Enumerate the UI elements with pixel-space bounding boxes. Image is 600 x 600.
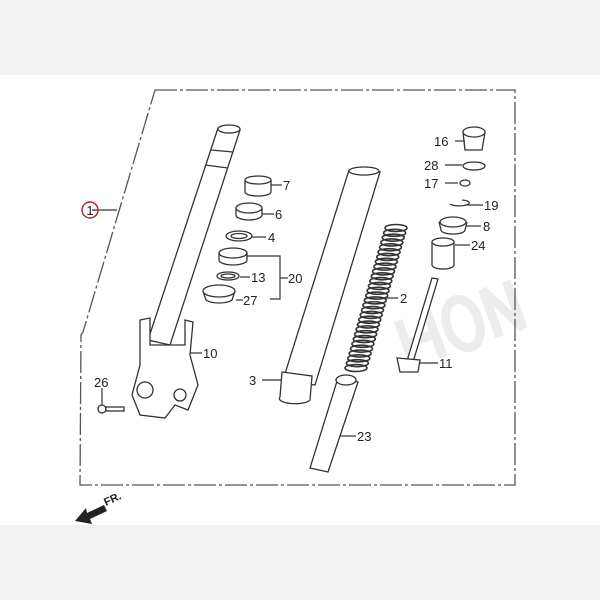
spring-coil bbox=[353, 329, 378, 339]
fork-spring bbox=[344, 223, 408, 373]
part-label-7[interactable]: 7 bbox=[283, 178, 290, 193]
spring-coil bbox=[373, 262, 397, 271]
cap-stack bbox=[396, 126, 486, 373]
spring-coil bbox=[375, 252, 400, 262]
spring-coil bbox=[355, 325, 379, 334]
part-label-24[interactable]: 24 bbox=[471, 238, 485, 253]
spring-coil bbox=[364, 291, 389, 300]
assembly-callout-circle[interactable] bbox=[81, 201, 99, 219]
spring-coil bbox=[377, 247, 401, 257]
spring-coil bbox=[344, 363, 368, 373]
spring-coil bbox=[352, 334, 377, 344]
part-label-16[interactable]: 16 bbox=[434, 134, 448, 149]
spring-coil bbox=[348, 349, 372, 358]
spring-coil bbox=[382, 228, 407, 238]
part-label-6[interactable]: 6 bbox=[275, 207, 282, 222]
spring-coil bbox=[359, 310, 383, 320]
spring-coil bbox=[384, 223, 408, 233]
part-label-19[interactable]: 19 bbox=[484, 198, 498, 213]
part-label-26[interactable]: 26 bbox=[94, 375, 108, 390]
spring-coil bbox=[345, 358, 370, 368]
spring-coil bbox=[371, 267, 396, 276]
part-label-2[interactable]: 2 bbox=[400, 291, 407, 306]
spring-coil bbox=[360, 305, 385, 315]
seal-stack bbox=[202, 175, 272, 304]
inner-fork-tube bbox=[278, 166, 381, 405]
part-label-28[interactable]: 28 bbox=[424, 158, 438, 173]
spring-coil bbox=[363, 296, 388, 305]
spring-coil bbox=[366, 286, 390, 296]
honda-watermark bbox=[393, 279, 528, 370]
spring-coil bbox=[374, 257, 399, 267]
spring-coil bbox=[367, 281, 392, 291]
leader-lines bbox=[92, 140, 483, 437]
spring-coil bbox=[381, 233, 406, 242]
part-label-13[interactable]: 13 bbox=[251, 270, 265, 285]
damper-rod-23 bbox=[309, 374, 359, 473]
spring-coil bbox=[378, 243, 403, 252]
spring-coil bbox=[362, 300, 386, 310]
spring-coil bbox=[380, 238, 404, 247]
assembly-frame bbox=[79, 89, 516, 486]
part-label-8[interactable]: 8 bbox=[483, 219, 490, 234]
part-label-23[interactable]: 23 bbox=[357, 429, 371, 444]
spring-coil bbox=[346, 354, 371, 363]
front-indicator-label: FR. bbox=[102, 490, 123, 508]
part-label-27[interactable]: 27 bbox=[243, 293, 257, 308]
parts-diagram-area bbox=[0, 75, 600, 525]
part-label-11[interactable]: 11 bbox=[439, 356, 453, 371]
outer-fork-tube bbox=[131, 124, 241, 419]
spring-coil bbox=[356, 320, 381, 329]
spring-coil bbox=[369, 276, 393, 286]
bolt-26 bbox=[97, 404, 125, 414]
part-label-4[interactable]: 4 bbox=[268, 230, 275, 245]
spring-coil bbox=[357, 315, 382, 325]
part-label-1[interactable]: 1 bbox=[86, 203, 93, 218]
front-arrow-icon bbox=[75, 505, 107, 524]
part-label-17[interactable]: 17 bbox=[424, 176, 438, 191]
spring-coil bbox=[351, 339, 375, 349]
part-label-3[interactable]: 3 bbox=[249, 373, 256, 388]
part-label-20[interactable]: 20 bbox=[288, 271, 302, 286]
spring-coil bbox=[349, 344, 374, 353]
spring-coil bbox=[370, 271, 395, 281]
part-label-10[interactable]: 10 bbox=[203, 346, 217, 361]
